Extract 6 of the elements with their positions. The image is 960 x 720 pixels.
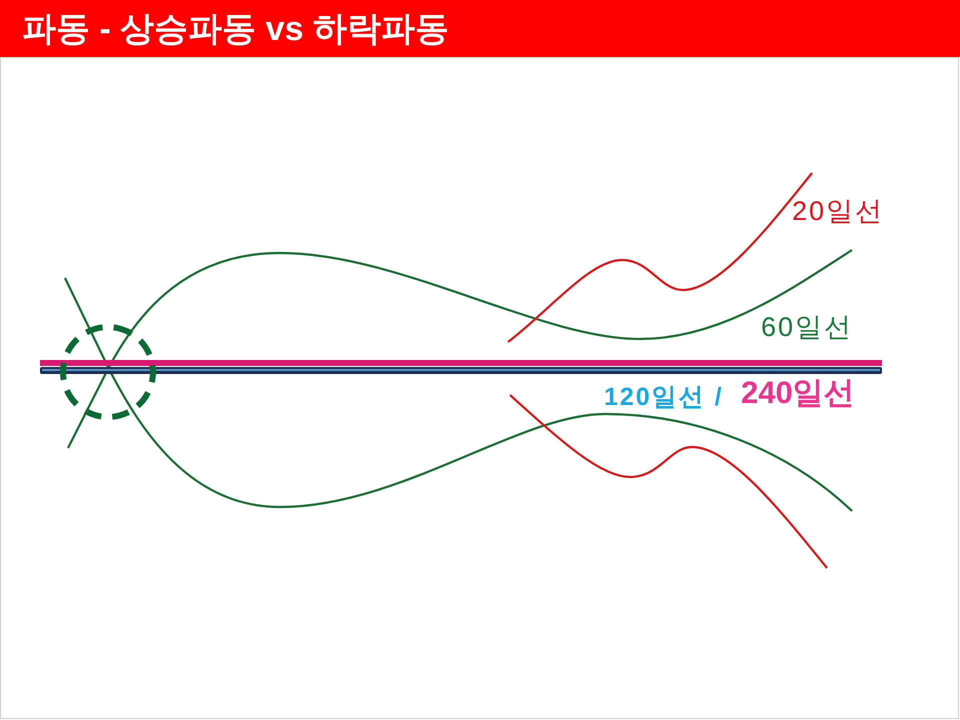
line-label: 120일선 / (604, 385, 724, 410)
dashed-circle (59, 323, 157, 421)
line-label: 240일선 (741, 377, 855, 408)
line-label: 60일선 (761, 314, 854, 341)
title: 파동 - 상승파동 vs 하락파동 (22, 12, 449, 46)
line-label: 20일선 (792, 198, 884, 225)
